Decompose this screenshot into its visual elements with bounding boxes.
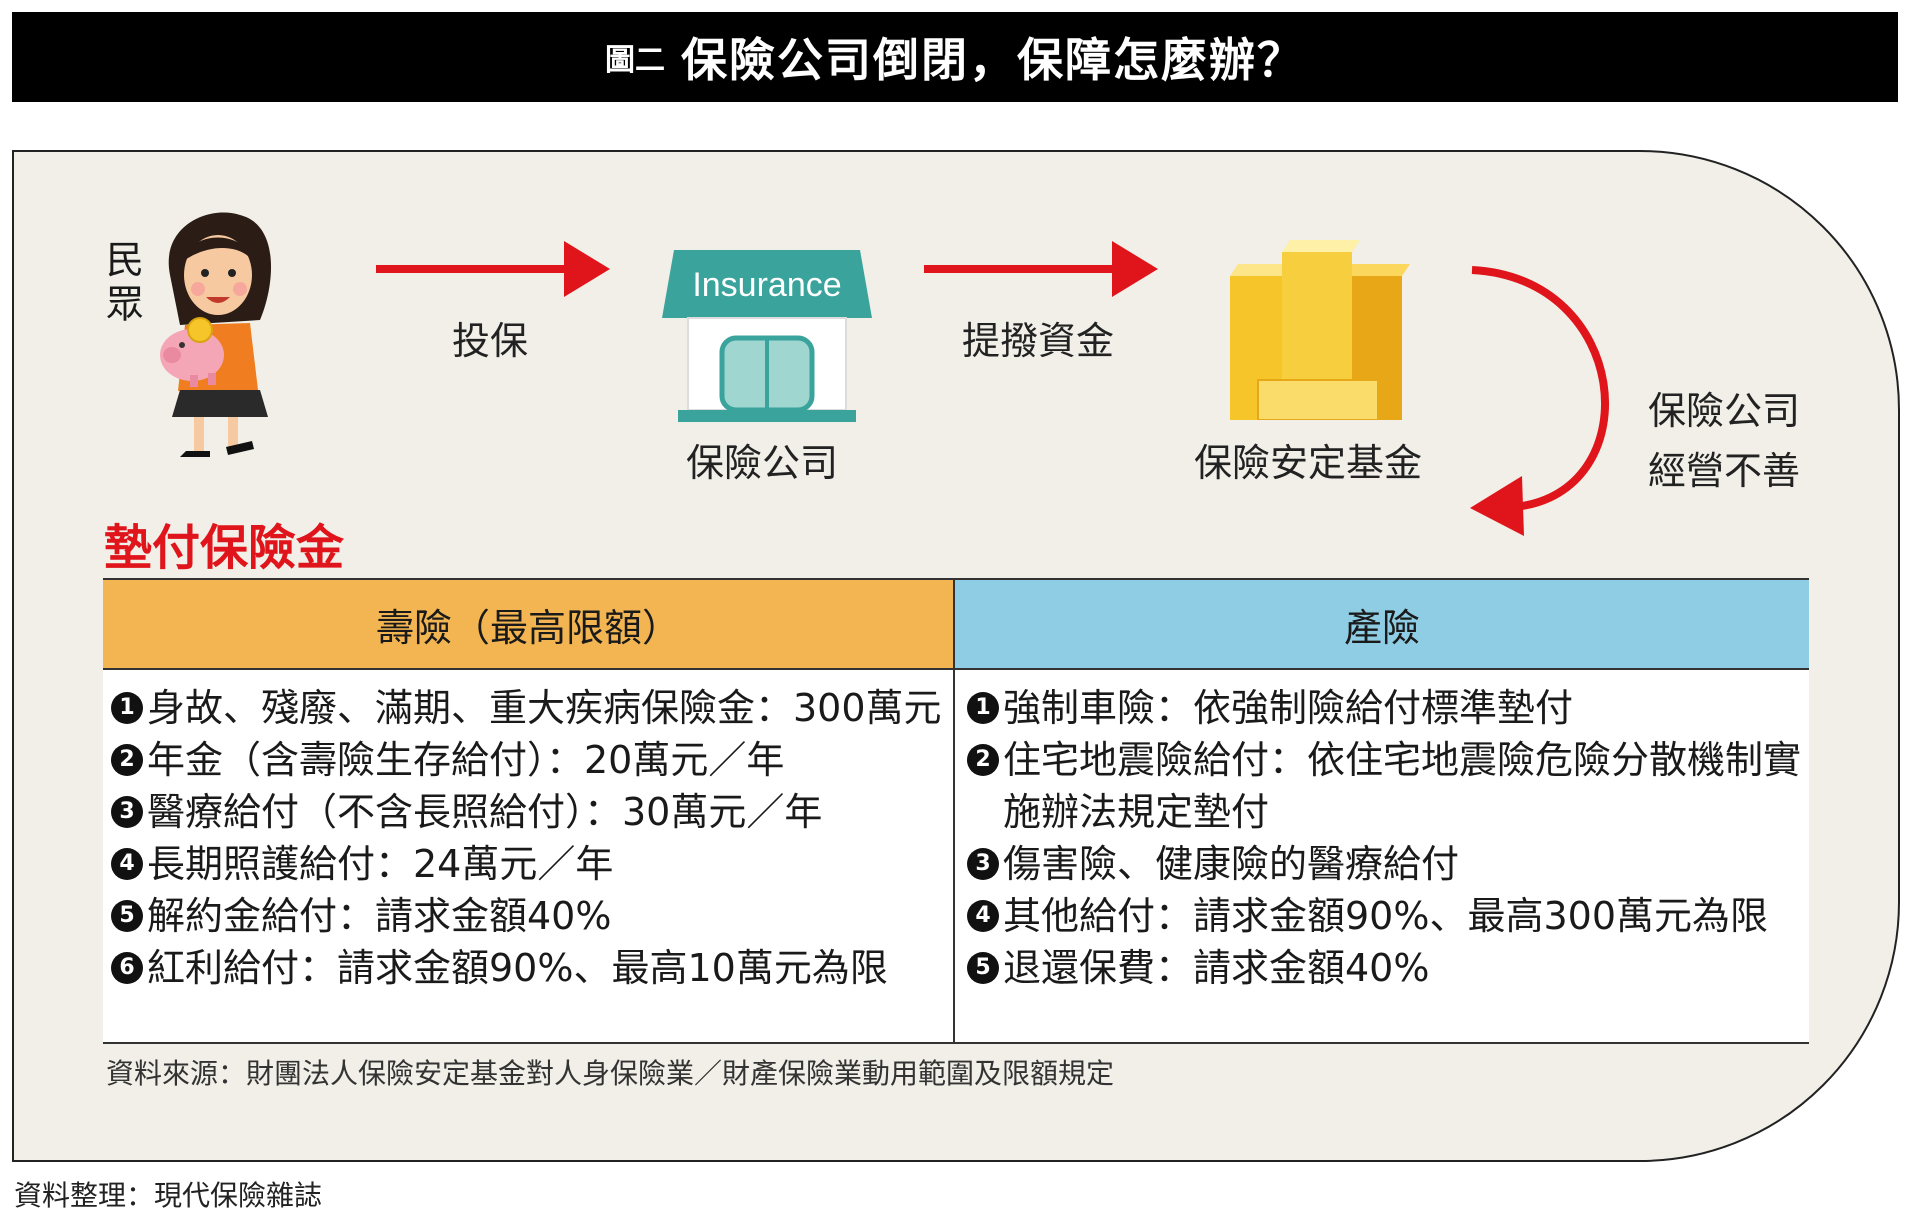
item-text: 強制車險：依強制險給付標準墊付	[1003, 686, 1574, 730]
curved-arrow-icon	[1470, 266, 1610, 536]
item-text: 其他給付：請求金額90%、最高300萬元為限	[1003, 894, 1768, 938]
item-text: 長期照護給付：24萬元／年	[147, 842, 614, 886]
item-text: 醫療給付（不含長照給付）：30萬元／年	[147, 790, 823, 834]
people-label: 民眾	[105, 238, 144, 326]
insurance-store-icon: Insurance	[662, 250, 872, 422]
fund-contribution-label: 提撥資金	[962, 319, 1115, 363]
number-badge: 3	[111, 796, 143, 828]
item-text: 紅利給付：請求金額90%、最高10萬元為限	[147, 946, 888, 990]
item-text: 年金（含壽險生存給付）：20萬元／年	[147, 738, 785, 782]
arrow-right-icon	[924, 241, 1158, 297]
insure-label: 投保	[452, 319, 529, 363]
item-text: 傷害險、健康險的醫療給付	[1003, 842, 1460, 886]
number-badge: 2	[967, 744, 999, 776]
number-badge: 1	[111, 692, 143, 724]
page-title: 保險公司倒閉，保障怎麼辦？	[681, 33, 1305, 87]
arrow-right-icon	[376, 241, 610, 297]
item-text: 解約金給付：請求金額40%	[147, 894, 612, 938]
poor-management-label-line1: 保險公司	[1648, 389, 1801, 433]
woman-with-piggy-bank-icon	[160, 212, 272, 457]
number-badge: 3	[967, 848, 999, 880]
number-badge: 6	[111, 952, 143, 984]
company-label: 保險公司	[686, 441, 839, 485]
item-text: 住宅地震險給付：依住宅地震險危險分散機制實施辦法規定墊付	[1003, 738, 1802, 834]
number-badge: 5	[111, 900, 143, 932]
item-text: 退還保費：請求金額40%	[1003, 946, 1430, 990]
number-badge: 1	[967, 692, 999, 724]
property-insurance-header: 產險	[955, 580, 1809, 670]
number-badge: 5	[967, 952, 999, 984]
data-source-note: 資料來源：財團法人保險安定基金對人身保險業／財產保險業動用範圍及限額規定	[106, 1057, 1115, 1090]
life-insurance-header: 壽險（最高限額）	[103, 580, 955, 670]
fund-label: 保險安定基金	[1194, 441, 1423, 485]
poor-management-label-line2: 經營不善	[1648, 449, 1801, 493]
item-text: 身故、殘廢、滿期、重大疾病保險金：300萬元	[147, 686, 942, 730]
number-badge: 4	[111, 848, 143, 880]
compiled-by-note: 資料整理：現代保險雜誌	[14, 1179, 323, 1212]
advance-payment-title: 墊付保險金	[104, 520, 345, 576]
title-bar: 圖二 保險公司倒閉，保障怎麼辦？	[12, 12, 1898, 102]
number-badge: 2	[111, 744, 143, 776]
gold-bars-icon	[1230, 240, 1410, 420]
number-badge: 4	[967, 900, 999, 932]
insurance-sign-text: Insurance	[692, 266, 841, 304]
figure-number: 圖二	[605, 43, 665, 78]
